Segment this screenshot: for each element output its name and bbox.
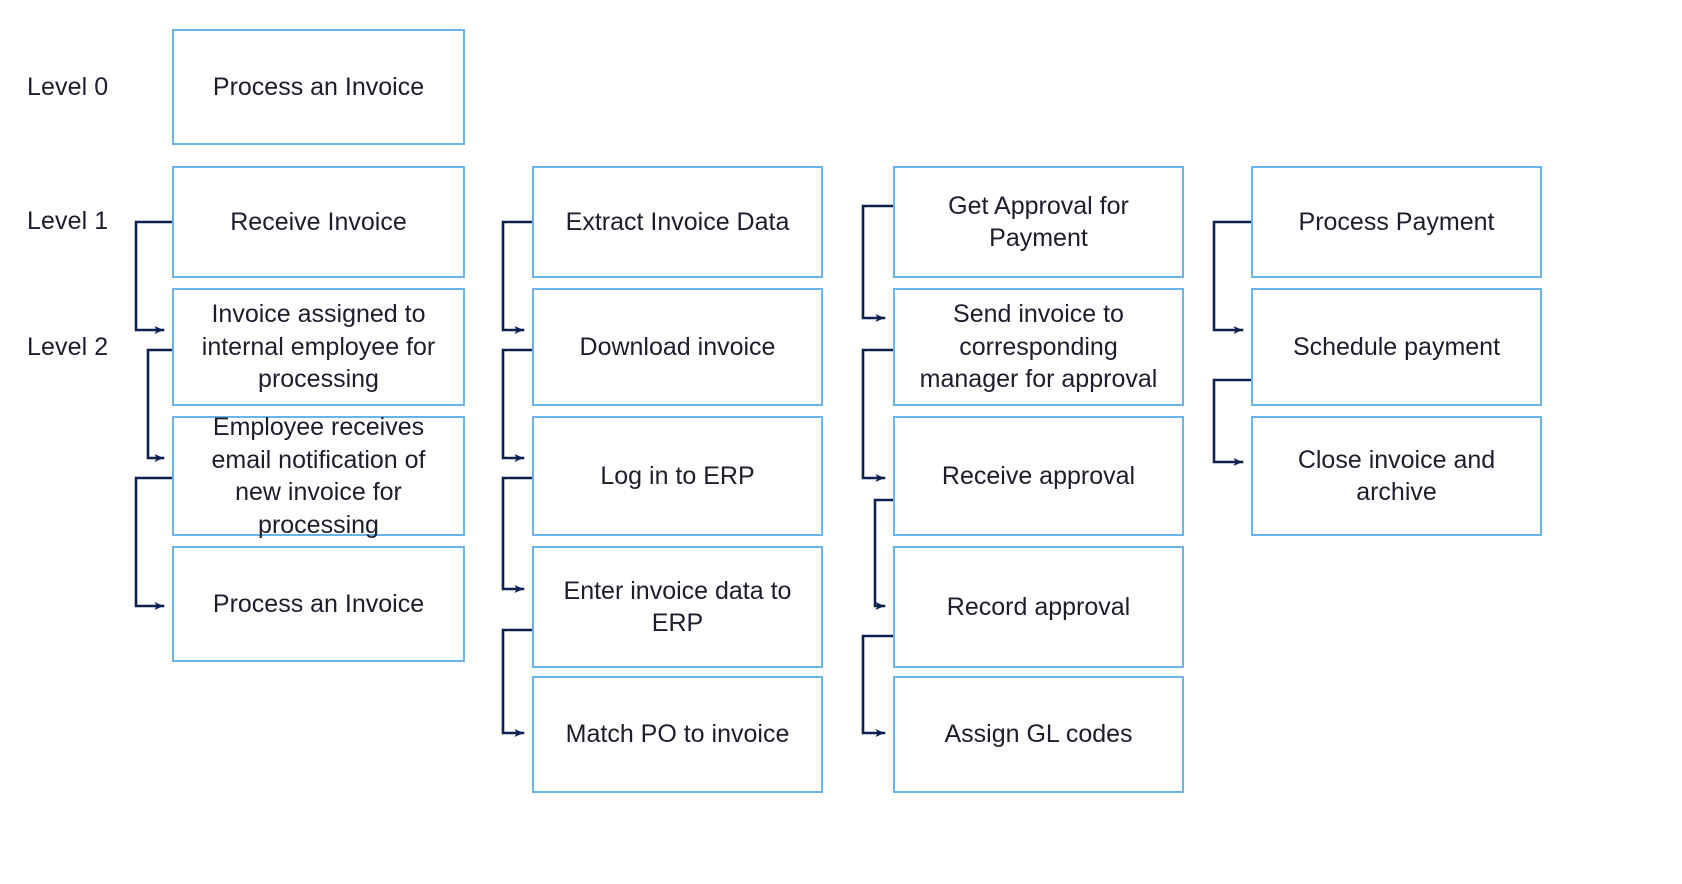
connector-c2-n4	[501, 628, 534, 737]
node-c4-n1[interactable]: Schedule payment	[1251, 288, 1542, 406]
node-label: Schedule payment	[1292, 332, 1501, 361]
connector-c3-n4	[861, 634, 895, 737]
node-label: Receive approval	[941, 461, 1136, 490]
node-c3-n2[interactable]: Receive approval	[893, 416, 1184, 536]
node-label: Send invoice to corresponding manager fo…	[919, 300, 1158, 394]
node-c2-l1[interactable]: Extract Invoice Data	[532, 166, 823, 278]
node-label: Record approval	[946, 592, 1131, 621]
node-c1-n2[interactable]: Employee receives email notification of …	[172, 413, 465, 539]
node-label: Match PO to invoice	[565, 720, 790, 749]
node-label: Receive Invoice	[230, 207, 407, 236]
node-c2-n3[interactable]: Enter invoice data to ERP	[532, 546, 823, 668]
node-label: Invoice assigned to internal employee fo…	[201, 300, 436, 394]
node-c3-l1[interactable]: Get Approval for Payment	[893, 166, 1184, 278]
connector-c1-n3	[134, 476, 174, 610]
node-c2-n2[interactable]: Log in to ERP	[532, 416, 823, 536]
connector-c3-n3	[873, 498, 895, 610]
node-c1-n3[interactable]: Process an Invoice	[172, 546, 465, 662]
node-c4-l1[interactable]: Process Payment	[1251, 166, 1542, 278]
node-c2-n1[interactable]: Download invoice	[532, 288, 823, 406]
node-c1-l1[interactable]: Receive Invoice	[172, 166, 465, 278]
node-label: Extract Invoice Data	[565, 207, 790, 236]
node-c3-n4[interactable]: Assign GL codes	[893, 676, 1184, 793]
connector-c3-n1	[861, 204, 895, 322]
node-label: Process an Invoice	[212, 72, 425, 101]
node-c2-n4[interactable]: Match PO to invoice	[532, 676, 823, 793]
connector-c1-n1	[134, 220, 174, 334]
node-c4-n2[interactable]: Close invoice and archive	[1251, 416, 1542, 536]
connector-c4-n2	[1212, 378, 1253, 466]
node-label: Close invoice and archive	[1297, 445, 1496, 507]
node-label: Process an Invoice	[212, 589, 425, 618]
node-label: Employee receives email notification of …	[211, 413, 426, 539]
connector-c1-n2	[146, 348, 174, 462]
node-label: Process Payment	[1298, 207, 1495, 236]
connector-c3-n2	[861, 348, 895, 482]
level-0-label: Level 0	[27, 73, 109, 101]
level-1-label: Level 1	[27, 207, 109, 235]
node-c3-n1[interactable]: Send invoice to corresponding manager fo…	[893, 288, 1184, 406]
level-2-label: Level 2	[27, 333, 109, 361]
node-label: Get Approval for Payment	[948, 191, 1129, 253]
connector-c2-n3	[501, 476, 534, 593]
node-label: Log in to ERP	[600, 461, 755, 490]
node-c3-n3[interactable]: Record approval	[893, 546, 1184, 668]
connector-c2-n2	[501, 348, 534, 462]
connector-c2-n1	[501, 220, 534, 334]
node-c1-n1[interactable]: Invoice assigned to internal employee fo…	[172, 288, 465, 406]
connector-c4-n1	[1212, 220, 1253, 334]
node-label: Download invoice	[579, 332, 776, 361]
node-label: Enter invoice data to ERP	[563, 576, 792, 638]
node-label: Assign GL codes	[944, 720, 1133, 749]
node-root[interactable]: Process an Invoice	[172, 29, 465, 145]
